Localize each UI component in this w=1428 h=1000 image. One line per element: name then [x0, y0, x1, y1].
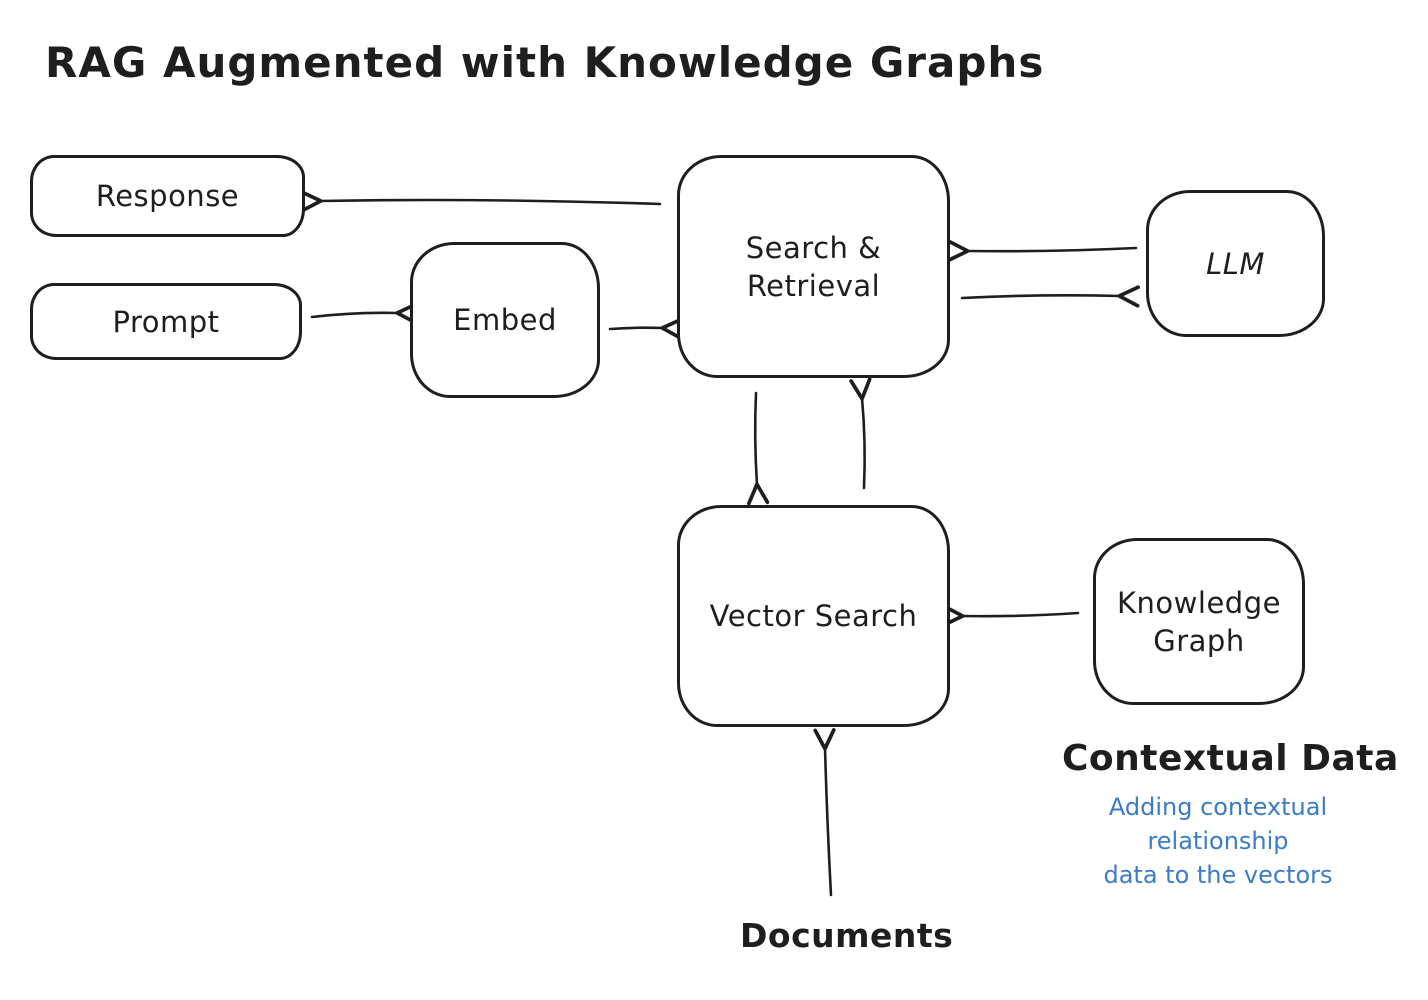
node-search-retrieval: Search & Retrieval: [677, 155, 950, 378]
node-response: Response: [30, 155, 305, 237]
arrow-llm-to-search-retrieval: [947, 239, 1138, 262]
documents-label: Documents: [740, 916, 954, 955]
node-knowledge-graph: Knowledge Graph: [1093, 538, 1305, 705]
node-search-retrieval-label-line2: Retrieval: [746, 268, 881, 303]
node-vector-search-label: Vector Search: [709, 599, 918, 633]
node-llm-label: LLM: [1206, 246, 1265, 281]
contextual-data-note: Adding contextual relationship data to t…: [1040, 790, 1396, 892]
node-embed: Embed: [410, 242, 600, 398]
node-prompt-label: Prompt: [112, 304, 220, 339]
node-search-retrieval-label-line1: Search &: [745, 230, 882, 265]
node-knowledge-graph-label-line2: Graph: [1153, 623, 1245, 658]
node-response-label: Response: [95, 179, 240, 213]
arrow-search-retrieval-to-llm: [960, 285, 1140, 308]
node-knowledge-graph-label-line1: Knowledge: [1117, 585, 1281, 620]
arrow-search-retrieval-to-response: [300, 190, 662, 213]
diagram-title: RAG Augmented with Knowledge Graphs: [45, 38, 1045, 87]
arrow-knowledge-graph-to-vector-search: [942, 604, 1080, 627]
node-prompt: Prompt: [30, 283, 302, 360]
arrow-search-retrieval-to-vector-search: [747, 391, 770, 506]
arrow-documents-to-vector-search: [813, 728, 836, 897]
contextual-data-note-line2: data to the vectors: [1103, 861, 1333, 889]
node-llm: LLM: [1146, 190, 1325, 337]
contextual-data-note-line1: Adding contextual relationship: [1108, 793, 1328, 855]
arrow-embed-to-search-retrieval: [608, 317, 684, 340]
contextual-data-heading: Contextual Data: [1062, 738, 1399, 779]
arrow-prompt-to-embed: [310, 302, 418, 325]
node-vector-search: Vector Search: [677, 505, 950, 727]
node-embed-label: Embed: [453, 303, 557, 337]
arrow-vector-search-to-search-retrieval: [849, 377, 872, 490]
